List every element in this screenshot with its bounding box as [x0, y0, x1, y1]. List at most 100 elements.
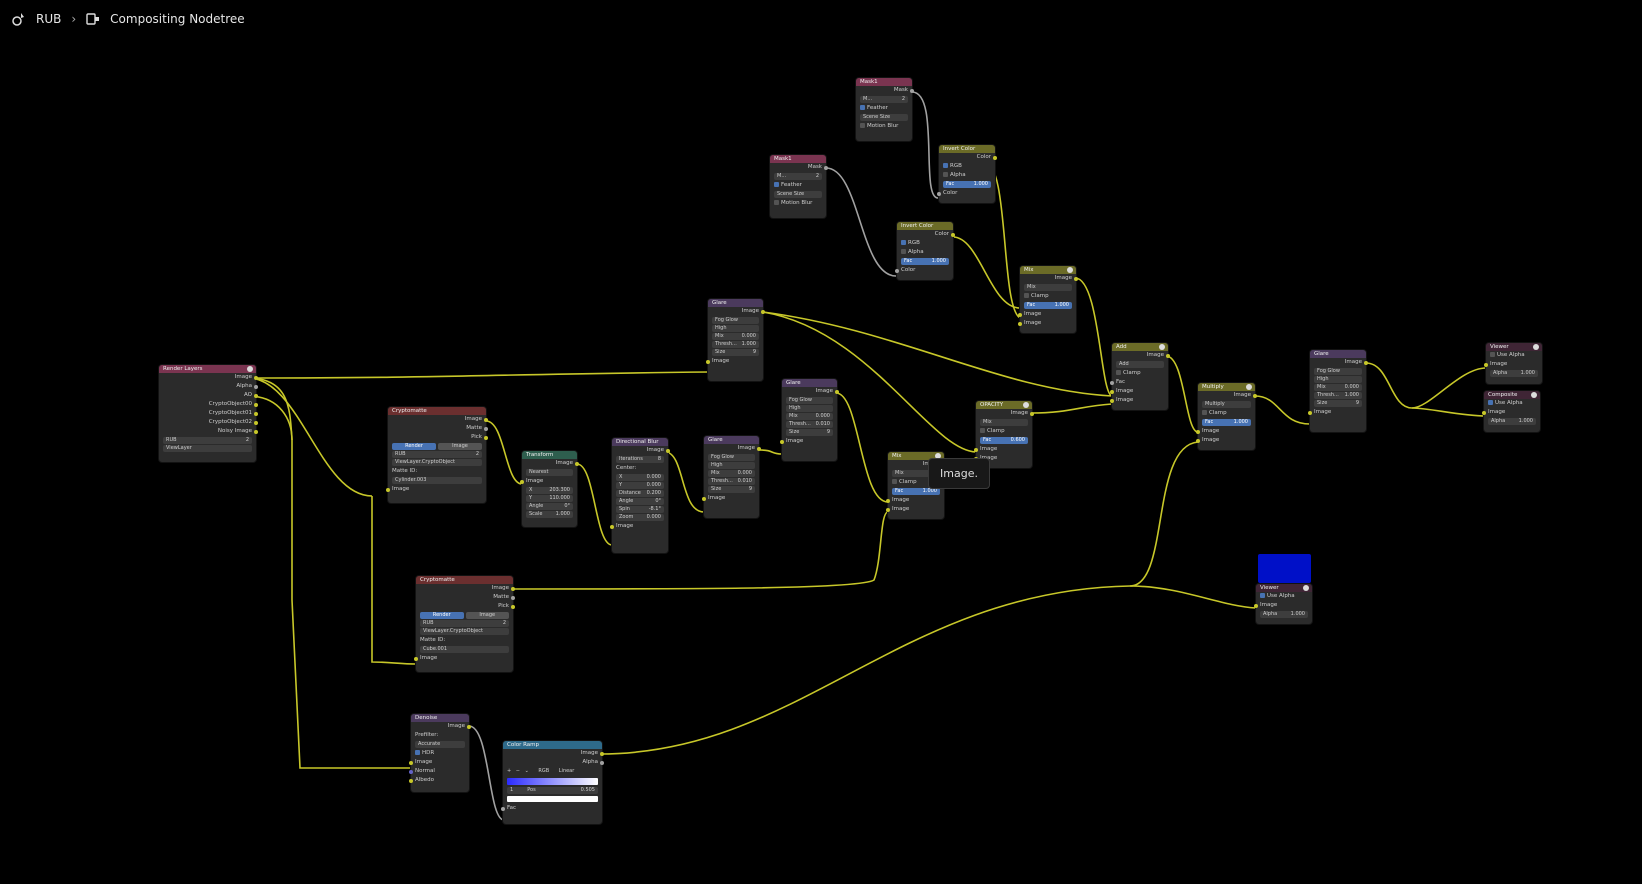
- color-ramp-node[interactable]: Color Ramp Image Alpha + − ⌄ RGB Linear …: [501, 741, 604, 824]
- node-header[interactable]: Cryptomatte: [416, 576, 513, 584]
- socket-icon[interactable]: [484, 426, 488, 431]
- rgb-checkbox[interactable]: RGB: [897, 239, 953, 248]
- node-header[interactable]: Glare: [1310, 350, 1366, 358]
- feather-checkbox[interactable]: Feather: [856, 104, 912, 113]
- clamp-checkbox[interactable]: Clamp: [888, 478, 944, 487]
- input-socket-row[interactable]: Image: [1018, 310, 1076, 319]
- blend-type-dropdown[interactable]: Mix: [892, 470, 940, 477]
- preview-toggle-icon[interactable]: [1159, 344, 1165, 350]
- output-socket-row[interactable]: Image: [503, 749, 604, 758]
- socket-icon[interactable]: [1110, 398, 1114, 403]
- tab-render[interactable]: Render: [392, 443, 436, 450]
- node-header[interactable]: Denoise: [411, 714, 469, 722]
- socket-icon[interactable]: [467, 724, 471, 729]
- socket-icon[interactable]: [610, 524, 614, 529]
- input-socket-row[interactable]: Image: [1110, 387, 1168, 396]
- scene-icon[interactable]: [12, 12, 26, 26]
- socket-icon[interactable]: [409, 778, 413, 783]
- output-socket-row[interactable]: CryptoObject00: [159, 400, 258, 409]
- hdr-checkbox[interactable]: HDR: [411, 749, 469, 758]
- node-header[interactable]: Transform: [522, 451, 577, 459]
- output-socket-row[interactable]: Image: [782, 387, 839, 396]
- quality-dropdown[interactable]: High: [786, 405, 833, 412]
- node-header[interactable]: Viewer: [1256, 584, 1312, 592]
- threshold-field[interactable]: Thresh...1.000: [1314, 392, 1362, 399]
- preview-toggle-icon[interactable]: [1246, 384, 1252, 390]
- blend-type-dropdown[interactable]: Mix: [1024, 284, 1072, 291]
- breadcrumb-tree[interactable]: Compositing Nodetree: [110, 12, 245, 26]
- checkbox[interactable]: [1116, 370, 1121, 375]
- node-header[interactable]: Invert Color: [939, 145, 995, 153]
- node-header[interactable]: Mix: [1020, 266, 1076, 274]
- input-socket-row[interactable]: Image: [520, 477, 577, 486]
- layer-selector[interactable]: ViewLayer.CryptoObject: [420, 628, 509, 635]
- input-socket-row[interactable]: Image: [1018, 319, 1076, 328]
- size-dropdown[interactable]: Scene Size: [860, 114, 908, 121]
- node-header[interactable]: Color Ramp: [503, 741, 602, 749]
- socket-icon[interactable]: [484, 417, 488, 422]
- socket-icon[interactable]: [1364, 360, 1368, 365]
- socket-icon[interactable]: [835, 389, 839, 394]
- socket-icon[interactable]: [886, 498, 890, 503]
- socket-icon[interactable]: [1018, 321, 1022, 326]
- glare-type-dropdown[interactable]: Fog Glow: [708, 454, 755, 461]
- input-socket-row[interactable]: Image: [886, 505, 944, 514]
- socket-icon[interactable]: [1030, 411, 1034, 416]
- output-socket-row[interactable]: AO: [159, 391, 258, 400]
- clamp-checkbox[interactable]: Clamp: [976, 427, 1032, 436]
- checkbox[interactable]: [892, 479, 897, 484]
- node-header[interactable]: OPACITY: [976, 401, 1032, 409]
- socket-icon[interactable]: [974, 447, 978, 452]
- socket-icon[interactable]: [520, 479, 524, 484]
- checkbox[interactable]: [860, 105, 865, 110]
- socket-icon[interactable]: [511, 604, 515, 609]
- output-socket-row[interactable]: CryptoObject02: [159, 418, 258, 427]
- socket-icon[interactable]: [386, 487, 390, 492]
- threshold-field[interactable]: Thresh...0.010: [786, 421, 833, 428]
- input-socket-row[interactable]: Image: [610, 522, 668, 531]
- prefilter-dropdown[interactable]: Accurate: [415, 741, 465, 748]
- quality-dropdown[interactable]: High: [1314, 376, 1362, 383]
- clamp-checkbox[interactable]: Clamp: [1112, 369, 1168, 378]
- mask-node[interactable]: Mask1 Mask M...2 Feather Scene Size Moti…: [856, 78, 914, 141]
- output-socket-row[interactable]: Color: [939, 153, 997, 162]
- input-socket-row[interactable]: Image: [409, 758, 469, 767]
- socket-icon[interactable]: [511, 595, 515, 600]
- tab-image[interactable]: Image: [438, 443, 482, 450]
- clamp-checkbox[interactable]: Clamp: [1020, 292, 1076, 301]
- socket-icon[interactable]: [254, 393, 258, 398]
- color-mode-dropdown[interactable]: RGB: [538, 768, 550, 774]
- socket-icon[interactable]: [824, 165, 828, 170]
- socket-icon[interactable]: [511, 586, 515, 591]
- output-socket-row[interactable]: Image: [159, 373, 258, 382]
- output-socket-row[interactable]: Alpha: [159, 382, 258, 391]
- checkbox[interactable]: [901, 240, 906, 245]
- color-ramp-gradient[interactable]: [507, 778, 598, 785]
- socket-icon[interactable]: [1253, 393, 1257, 398]
- socket-icon[interactable]: [937, 191, 941, 196]
- socket-icon[interactable]: [254, 420, 258, 425]
- glare-type-dropdown[interactable]: Fog Glow: [786, 397, 833, 404]
- clamp-checkbox[interactable]: Clamp: [1198, 409, 1255, 418]
- node-header[interactable]: Viewer: [1486, 343, 1542, 351]
- output-socket-row[interactable]: Image: [388, 415, 488, 424]
- socket-icon[interactable]: [757, 446, 761, 451]
- layer-selector[interactable]: ViewLayer: [163, 445, 252, 452]
- preview-toggle-icon[interactable]: [935, 453, 941, 459]
- socket-icon[interactable]: [1254, 603, 1258, 608]
- socket-icon[interactable]: [951, 232, 955, 237]
- input-socket-row[interactable]: Image: [1196, 427, 1255, 436]
- node-header[interactable]: Mix: [888, 452, 944, 460]
